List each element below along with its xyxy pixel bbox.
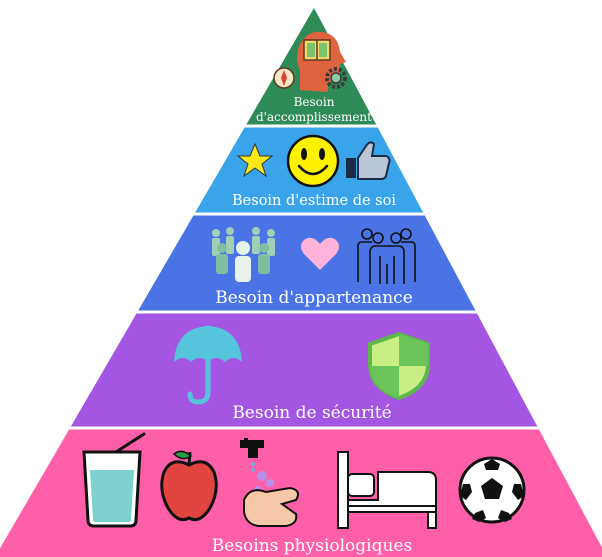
compass-icon bbox=[273, 67, 295, 89]
bed-icon bbox=[337, 451, 437, 529]
group-icon bbox=[357, 228, 416, 284]
hand-washing-icon bbox=[240, 438, 299, 527]
tier-safety-label: Besoin de sécurité bbox=[232, 403, 391, 423]
umbrella-icon bbox=[174, 325, 242, 405]
tier-physiological-label: Besoins physiologiques bbox=[212, 536, 412, 556]
tier-esteem-label: Besoin d'estime de soi bbox=[232, 193, 396, 209]
tier-accomplishment-label-line2: d'accomplissement bbox=[256, 110, 372, 124]
drink-glass-icon bbox=[82, 432, 146, 528]
book-icon bbox=[303, 39, 331, 61]
thumbs-up-icon bbox=[346, 141, 391, 180]
heart-icon bbox=[301, 237, 339, 270]
apple-icon bbox=[160, 450, 218, 522]
crowd-icon bbox=[212, 227, 275, 282]
smiley-icon bbox=[286, 134, 340, 188]
tier-belonging-label: Besoin d'appartenance bbox=[215, 288, 413, 308]
football-icon bbox=[458, 456, 526, 524]
shield-icon bbox=[368, 331, 430, 401]
tier-accomplishment-label-line1: Besoin bbox=[294, 95, 335, 109]
gear-icon bbox=[325, 67, 347, 89]
star-icon bbox=[236, 142, 274, 178]
